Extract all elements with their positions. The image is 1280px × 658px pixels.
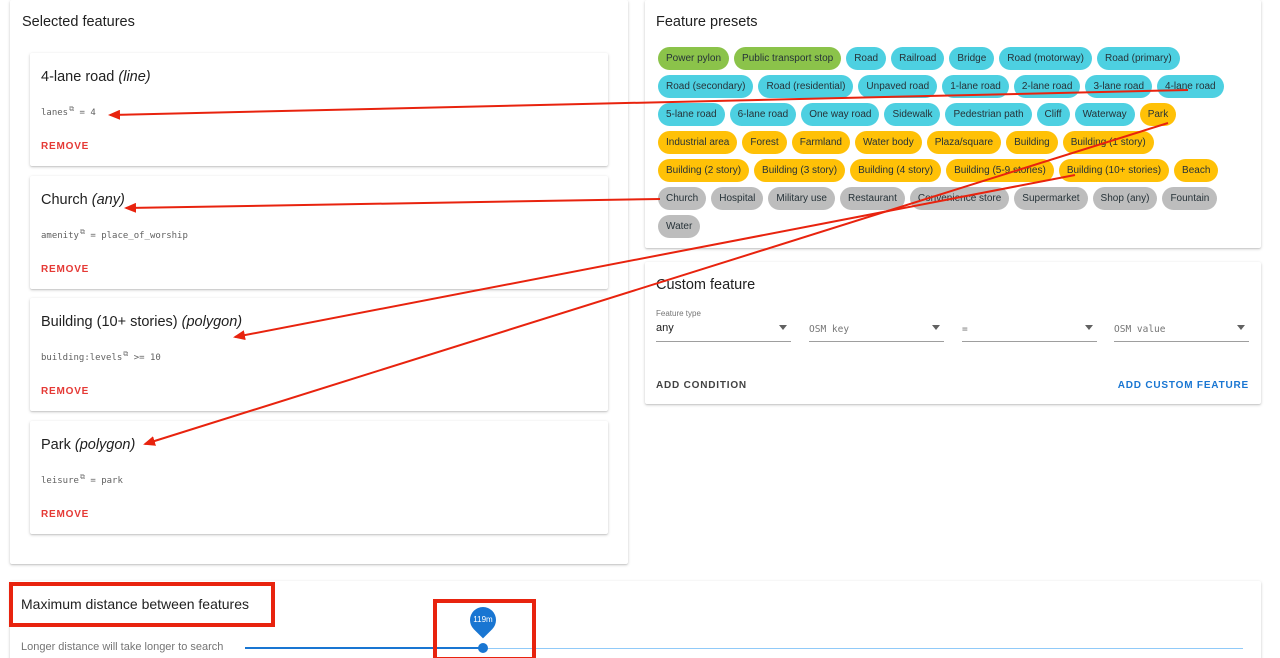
preset-chip[interactable]: Hospital [711, 187, 764, 210]
preset-chip[interactable]: Cliff [1036, 103, 1070, 126]
osm-key-placeholder: OSM key [809, 324, 850, 335]
remove-button[interactable]: REMOVE [41, 509, 90, 520]
external-link-icon[interactable]: ⧉ [123, 350, 129, 358]
operator-value: = [962, 324, 968, 335]
preset-chip[interactable]: Building (10+ stories) [1058, 159, 1170, 182]
preset-chip[interactable]: Farmland [791, 131, 850, 154]
preset-chip[interactable]: Supermarket [1014, 187, 1088, 210]
remove-button[interactable]: REMOVE [41, 264, 90, 275]
preset-chip[interactable]: Water [658, 215, 701, 238]
preset-chip[interactable]: Waterway [1074, 103, 1135, 126]
chevron-down-icon [1237, 325, 1245, 330]
add-custom-feature-button[interactable]: ADD CUSTOM FEATURE [1117, 380, 1249, 391]
add-condition-button[interactable]: ADD CONDITION [656, 380, 747, 391]
remove-button[interactable]: REMOVE [41, 386, 90, 397]
preset-chip[interactable]: Sidewalk [884, 103, 941, 126]
preset-chip[interactable]: Convenience store [909, 187, 1010, 210]
chevron-down-icon [932, 325, 940, 330]
feature-type-value: any [656, 322, 674, 334]
feature-condition: amenity⧉ = place_of_worship [41, 228, 188, 241]
preset-chip[interactable]: 4-lane road [1157, 75, 1224, 98]
preset-chip[interactable]: 5-lane road [658, 103, 725, 126]
osm-value-select[interactable]: OSM value [1114, 309, 1249, 342]
feature-card-building-10-plus: Building (10+ stories) (polygon) buildin… [30, 298, 608, 411]
osm-key-select[interactable]: OSM key [809, 309, 944, 342]
feature-type-label: Feature type [656, 309, 701, 318]
slider-thumb[interactable] [478, 643, 488, 653]
preset-chip[interactable]: Building (5-9 stories) [946, 159, 1054, 182]
slider-track-active[interactable] [245, 647, 483, 649]
preset-chip[interactable]: Building (4 story) [850, 159, 942, 182]
preset-chip[interactable]: Building (1 story) [1062, 131, 1154, 154]
preset-chip[interactable]: Water body [854, 131, 922, 154]
highlight-box-slider [433, 599, 536, 658]
preset-chip[interactable]: Plaza/square [926, 131, 1002, 154]
preset-chip[interactable]: Industrial area [658, 131, 738, 154]
feature-card-park: Park (polygon) leisure⧉ = park REMOVE [30, 421, 608, 534]
osm-key-link[interactable]: amenity [41, 231, 79, 241]
preset-chip[interactable]: Road [846, 47, 887, 70]
preset-chip[interactable]: Building [1006, 131, 1058, 154]
preset-chip[interactable]: Public transport stop [734, 47, 842, 70]
osm-key-link[interactable]: building:levels [41, 353, 123, 363]
preset-chip[interactable]: Military use [768, 187, 835, 210]
slider-track-inactive[interactable] [483, 648, 1243, 649]
preset-chip[interactable]: Building (2 story) [658, 159, 750, 182]
preset-chip[interactable]: Pedestrian path [945, 103, 1032, 126]
osm-value-placeholder: OSM value [1114, 324, 1166, 335]
external-link-icon[interactable]: ⧉ [79, 228, 85, 236]
feature-card-4-lane-road: 4-lane road (line) lanes⧉ = 4 REMOVE [30, 53, 608, 166]
feature-condition: building:levels⧉ >= 10 [41, 350, 161, 363]
slider-value-label: 119m [473, 615, 493, 624]
preset-chip[interactable]: Restaurant [839, 187, 905, 210]
selected-features-panel: Selected features 4-lane road (line) lan… [10, 0, 628, 564]
feature-card-title: 4-lane road (line) [41, 69, 151, 85]
feature-condition: lanes⧉ = 4 [41, 105, 96, 118]
feature-condition: leisure⧉ = park [41, 473, 123, 486]
custom-feature-panel: Custom feature Feature type any OSM key … [645, 262, 1261, 404]
preset-chip[interactable]: Road (secondary) [658, 75, 754, 98]
osm-key-link[interactable]: leisure [41, 476, 79, 486]
feature-card-title: Park (polygon) [41, 437, 136, 453]
preset-chip[interactable]: Church [658, 187, 707, 210]
osm-key-link[interactable]: lanes [41, 108, 69, 118]
preset-chip[interactable]: Road (residential) [758, 75, 854, 98]
preset-chip[interactable]: 6-lane road [729, 103, 797, 126]
operator-select[interactable]: = [962, 309, 1097, 342]
feature-card-title: Building (10+ stories) (polygon) [41, 314, 243, 330]
distance-title: Maximum distance between features [21, 596, 249, 612]
preset-chip[interactable]: Unpaved road [858, 75, 938, 98]
preset-chip[interactable]: Fountain [1162, 187, 1218, 210]
selected-features-title: Selected features [22, 14, 135, 30]
preset-chip[interactable]: Shop (any) [1092, 187, 1158, 210]
preset-chip[interactable]: Park [1139, 103, 1177, 126]
preset-chip[interactable]: Power pylon [658, 47, 730, 70]
preset-chip[interactable]: Road (primary) [1096, 47, 1180, 70]
distance-subtitle: Longer distance will take longer to sear… [21, 641, 224, 653]
feature-presets-title: Feature presets [656, 14, 758, 30]
feature-card-church: Church (any) amenity⧉ = place_of_worship… [30, 176, 608, 289]
feature-type-select[interactable]: Feature type any [656, 309, 791, 342]
preset-chip[interactable]: 1-lane road [942, 75, 1009, 98]
preset-chip[interactable]: Building (3 story) [754, 159, 846, 182]
remove-button[interactable]: REMOVE [41, 141, 90, 152]
highlight-box-title [9, 582, 275, 627]
external-link-icon[interactable]: ⧉ [79, 473, 85, 481]
preset-chip[interactable]: Road (motorway) [999, 47, 1092, 70]
chevron-down-icon [1085, 325, 1093, 330]
chevron-down-icon [779, 325, 787, 330]
preset-chip[interactable]: Bridge [949, 47, 995, 70]
distance-panel: Maximum distance between features Longer… [10, 581, 1261, 658]
preset-chip[interactable]: Forest [742, 131, 787, 154]
preset-chip[interactable]: 3-lane road [1085, 75, 1153, 98]
preset-chip[interactable]: Beach [1174, 159, 1219, 182]
external-link-icon[interactable]: ⧉ [69, 105, 75, 113]
feature-card-title: Church (any) [41, 192, 125, 208]
preset-chip[interactable]: 2-lane road [1013, 75, 1081, 98]
preset-chip[interactable]: One way road [801, 103, 880, 126]
custom-feature-title: Custom feature [656, 277, 756, 293]
preset-chip[interactable]: Railroad [891, 47, 945, 70]
